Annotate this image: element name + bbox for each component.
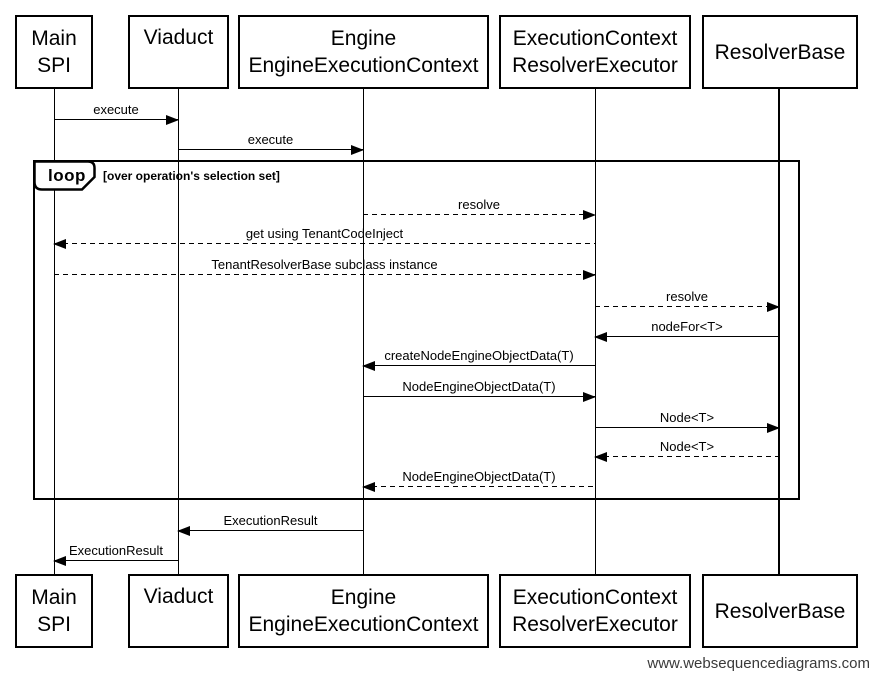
arrow-line-left — [178, 530, 363, 532]
participant-bottom-execution-context: ExecutionContext ResolverExecutor — [499, 574, 691, 648]
loop-operator-label: loop — [48, 166, 86, 185]
loop-tab — [32, 159, 96, 191]
arrow-line-left — [595, 456, 779, 458]
message-label: resolve — [458, 197, 500, 212]
message-label: get using TenantCodeInject — [245, 226, 404, 241]
participant-bottom-resolver-base: ResolverBase — [702, 574, 858, 648]
participant-top-engine: Engine EngineExecutionContext — [238, 15, 489, 89]
message-label: createNodeEngineObjectData(T) — [384, 348, 574, 363]
watermark-text: www.websequencediagrams.com — [647, 655, 870, 672]
message-nodefor-t: nodeFor<T> — [595, 319, 779, 338]
message-resolve-1: resolve — [363, 197, 595, 216]
message-label: Node<T> — [659, 410, 715, 425]
participant-label: Main — [31, 586, 77, 609]
lifeline-resolver-base — [778, 89, 780, 574]
participant-label: SPI — [37, 613, 71, 636]
arrow-line-right — [54, 119, 178, 121]
message-label: resolve — [666, 289, 708, 304]
participant-bottom-main-spi: Main SPI — [15, 574, 93, 648]
message-execute-2: execute — [178, 132, 363, 151]
message-label: NodeEngineObjectData(T) — [402, 379, 556, 394]
participant-label: ExecutionContext — [512, 27, 678, 50]
participant-label: EngineExecutionContext — [248, 613, 479, 636]
participant-label: Engine — [330, 27, 397, 50]
participant-label: ExecutionContext — [512, 586, 678, 609]
message-createnodeengineobjectdata: createNodeEngineObjectData(T) — [363, 348, 595, 367]
arrow-line-right — [595, 306, 779, 308]
message-label: nodeFor<T> — [651, 319, 723, 334]
message-executionresult-2: ExecutionResult — [54, 543, 178, 562]
arrow-line-left — [363, 486, 595, 488]
participant-top-main-spi: Main SPI — [15, 15, 93, 89]
message-tenantresolverbase-subclass-instance: TenantResolverBase subclass instance — [54, 257, 595, 276]
arrow-line-left — [595, 336, 779, 338]
arrow-line-right — [363, 214, 595, 216]
participant-bottom-viaduct: Viaduct — [128, 574, 229, 648]
message-label: execute — [247, 132, 294, 147]
message-label: execute — [93, 102, 139, 117]
message-label: TenantResolverBase subclass instance — [211, 257, 438, 272]
participant-label: Viaduct — [143, 26, 214, 49]
participant-label: ResolverExecutor — [512, 613, 678, 636]
participant-label: EngineExecutionContext — [248, 54, 479, 77]
participant-label: Main — [31, 27, 77, 50]
participant-bottom-engine: Engine EngineExecutionContext — [238, 574, 489, 648]
participant-top-resolver-base: ResolverBase — [702, 15, 858, 89]
participant-label: ResolverBase — [714, 599, 846, 623]
message-get-using-tenantcodeinject: get using TenantCodeInject — [54, 226, 595, 245]
arrow-line-left — [363, 365, 595, 367]
loop-guard-label: [over operation's selection set] — [103, 169, 280, 183]
lifeline-main-spi — [53, 89, 55, 574]
lifeline-viaduct — [177, 89, 179, 574]
arrow-line-right — [363, 396, 595, 398]
participant-label: ResolverExecutor — [512, 54, 678, 77]
arrow-line-right — [54, 274, 595, 276]
lifeline-engine — [362, 89, 364, 574]
message-label: ExecutionResult — [223, 513, 318, 528]
message-label: NodeEngineObjectData(T) — [402, 469, 556, 484]
message-execute-1: execute — [54, 102, 178, 121]
message-executionresult-1: ExecutionResult — [178, 513, 363, 532]
arrow-line-left — [54, 243, 595, 245]
participant-label: ResolverBase — [714, 40, 846, 64]
arrow-line-right — [178, 149, 363, 151]
participant-top-execution-context: ExecutionContext ResolverExecutor — [499, 15, 691, 89]
participant-label: Viaduct — [143, 585, 214, 608]
participant-top-viaduct: Viaduct — [128, 15, 229, 89]
message-node-t-2: Node<T> — [595, 439, 779, 458]
message-nodeengineobjectdata-2: NodeEngineObjectData(T) — [363, 469, 595, 488]
arrow-line-right — [595, 427, 779, 429]
message-label: Node<T> — [659, 439, 715, 454]
loop-fragment: loop [over operation's selection set] — [32, 159, 800, 500]
message-resolve-2: resolve — [595, 289, 779, 308]
message-node-t-1: Node<T> — [595, 410, 779, 429]
message-nodeengineobjectdata-1: NodeEngineObjectData(T) — [363, 379, 595, 398]
arrow-line-left — [54, 560, 178, 562]
participant-label: Engine — [330, 586, 397, 609]
message-label: ExecutionResult — [69, 543, 163, 558]
participant-label: SPI — [37, 54, 71, 77]
